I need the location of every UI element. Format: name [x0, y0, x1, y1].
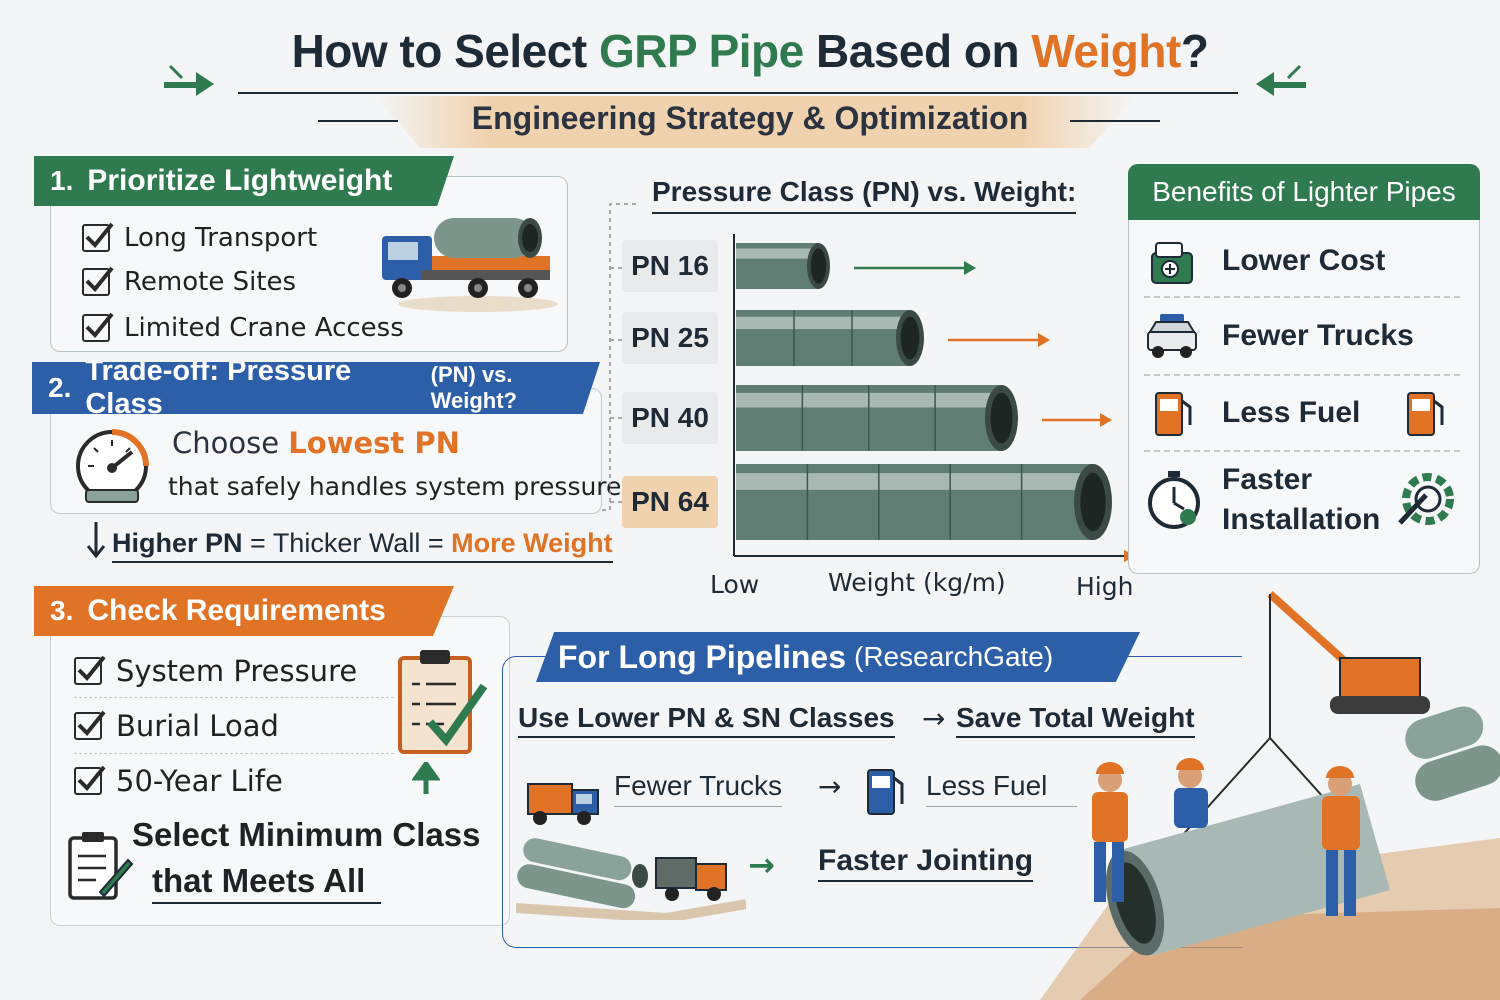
page-title: How to Select GRP Pipe Based on Weight?	[291, 25, 1209, 77]
list-item: Remote Sites	[82, 260, 404, 304]
faster-jointing-text: Faster Jointing	[818, 844, 1034, 882]
clipboard-check-icon	[398, 650, 488, 754]
section-1-list: Long Transport Remote Sites Limited Cran…	[82, 216, 404, 352]
chart-category-label: PN 64	[622, 476, 718, 528]
benefits-list: Lower Cost Fewer Trucks Less Fuel	[1144, 226, 1464, 548]
checkbox-checked-icon	[74, 765, 106, 795]
list-item: System Pressure	[74, 644, 394, 698]
arrow-right-icon: →	[748, 846, 775, 884]
title-rule	[238, 92, 1238, 94]
choose-lowest-pn: Choose Lowest PN	[172, 426, 460, 460]
chart-category-label: PN 25	[622, 312, 718, 364]
chart-category-label: PN 16	[622, 240, 718, 292]
chart-bar-pipe	[736, 243, 830, 289]
list-item: Fewer Trucks	[1144, 298, 1464, 374]
list-item: Long Transport	[82, 216, 404, 260]
pn-weight-rule: Higher PN = Thicker Wall = More Weight	[112, 528, 613, 563]
arrow-left-icon	[1256, 64, 1306, 96]
subtitle-rule-left	[318, 120, 398, 122]
checkbox-checked-icon	[82, 266, 114, 296]
long-pipelines-banner: For Long Pipelines (ResearchGate)	[536, 632, 1140, 682]
section-1-banner: 1. Prioritize Lightweight	[34, 156, 454, 206]
chart-arrow-icon	[854, 261, 976, 275]
x-axis-low-label: Low	[710, 570, 760, 599]
pressure-gauge-icon	[76, 429, 149, 503]
section-2-banner: 2. Trade-off: Pressure Class (PN) vs. We…	[32, 362, 600, 414]
chart-connector-lines	[602, 203, 636, 511]
chart-bar-pipe	[736, 385, 1018, 451]
chart-arrow-icon	[1042, 413, 1112, 427]
checkbox-checked-icon	[82, 312, 114, 342]
page-subtitle: Engineering Strategy & Optimization	[471, 100, 1029, 136]
choose-lowest-pn-detail: that safely handles system pressure	[168, 472, 622, 501]
checkbox-checked-icon	[74, 710, 106, 740]
list-item: 50-Year Life	[74, 754, 394, 808]
subtitle-ribbon	[375, 96, 1135, 148]
arrow-right-icon: →	[922, 702, 946, 735]
arrow-down-icon	[86, 522, 106, 559]
x-axis-high-label: High	[1076, 572, 1134, 601]
subtitle-rule-right	[1070, 120, 1160, 122]
checkbox-checked-icon	[74, 655, 106, 685]
checkbox-checked-icon	[82, 222, 114, 252]
arrow-up-icon	[412, 762, 440, 794]
chart-bar-pipe	[736, 310, 924, 366]
stopwatch-icon	[1148, 471, 1200, 529]
x-axis-label: Weight (kg/m)	[828, 568, 1006, 597]
arrow-right-icon	[164, 64, 214, 96]
fuel-pump-icon	[867, 769, 904, 815]
cost-icon	[1151, 242, 1193, 284]
lower-classes-text: Use Lower PN & SN Classes	[518, 702, 895, 738]
less-fuel-text: Less Fuel	[926, 770, 1078, 807]
divider	[1144, 450, 1464, 452]
chart-category-label: PN 40	[622, 392, 718, 444]
list-item: Burial Load	[74, 698, 394, 754]
construction-scene-illustration	[1040, 591, 1500, 1000]
divider	[1144, 374, 1464, 376]
benefits-header: Benefits of Lighter Pipes	[1128, 164, 1480, 220]
chart-title: Pressure Class (PN) vs. Weight:	[652, 176, 1077, 214]
pipe-truck-illustration	[382, 218, 558, 312]
divider	[1144, 296, 1464, 298]
list-item: Limited Crane Access	[82, 304, 404, 352]
save-weight-text: Save Total Weight	[956, 702, 1195, 738]
fewer-trucks-text: Fewer Trucks	[614, 770, 783, 807]
pressure-weight-chart	[733, 234, 1136, 562]
list-item: Less Fuel	[1144, 376, 1464, 450]
gear-wrench-icon	[1398, 473, 1454, 525]
fuel-pump-icon-secondary	[1407, 392, 1444, 436]
small-truck-icon	[527, 783, 599, 825]
arrow-right-icon: →	[818, 770, 842, 803]
chart-bar-pipe	[736, 464, 1112, 540]
select-minimum-class-detail: that Meets All	[152, 862, 382, 904]
truck-icon	[1147, 314, 1197, 358]
select-minimum-class: Select Minimum Class	[132, 816, 481, 853]
clipboard-list-icon	[68, 832, 134, 900]
chart-arrow-icon	[948, 333, 1050, 347]
section-3-banner: 3. Check Requirements	[34, 586, 454, 636]
pipe-stack-illustration	[516, 838, 746, 920]
fuel-pump-icon	[1155, 392, 1192, 436]
section-3-list: System Pressure Burial Load 50-Year Life	[74, 644, 394, 808]
list-item: Lower Cost	[1144, 226, 1464, 296]
